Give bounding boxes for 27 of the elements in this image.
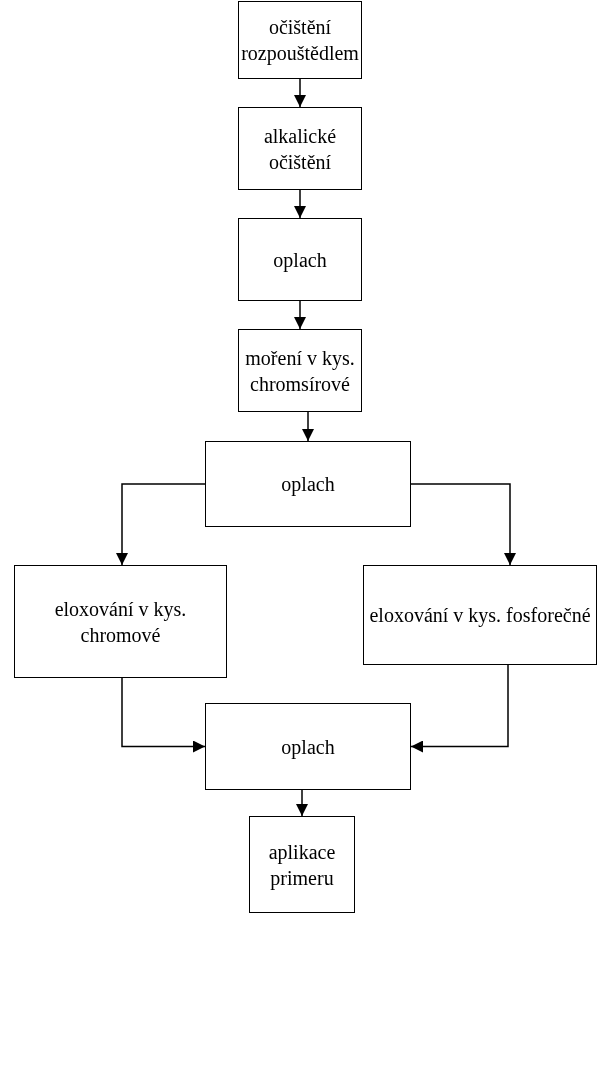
- process-box: [249, 816, 355, 913]
- arrow: [294, 78, 306, 108]
- arrow: [410, 664, 509, 753]
- step-label: eloxování v kys. fosforečné: [369, 603, 591, 628]
- process-box: [205, 703, 411, 790]
- arrow: [302, 411, 314, 442]
- process-box: [238, 329, 362, 412]
- process-box: [14, 565, 227, 678]
- step-label: moření v kys. chromsírové: [244, 345, 356, 397]
- arrow: [116, 483, 206, 566]
- arrow: [121, 677, 206, 753]
- step-label: oplach: [281, 472, 335, 497]
- step-label: očištění rozpouštědlem: [240, 15, 360, 66]
- process-box: [238, 107, 362, 190]
- process-box: [205, 441, 411, 527]
- process-box: [238, 218, 362, 301]
- arrow: [296, 789, 308, 817]
- arrow: [294, 189, 306, 219]
- arrow: [294, 300, 306, 330]
- process-box: [238, 1, 362, 79]
- arrow: [410, 483, 516, 566]
- process-box: [363, 565, 597, 665]
- step-label: oplach: [281, 734, 335, 760]
- step-label: aplikace primeru: [267, 839, 337, 891]
- step-label: alkalické očištění: [262, 123, 338, 175]
- step-label: oplach: [273, 247, 327, 273]
- step-label: eloxování v kys. chromové: [53, 596, 188, 648]
